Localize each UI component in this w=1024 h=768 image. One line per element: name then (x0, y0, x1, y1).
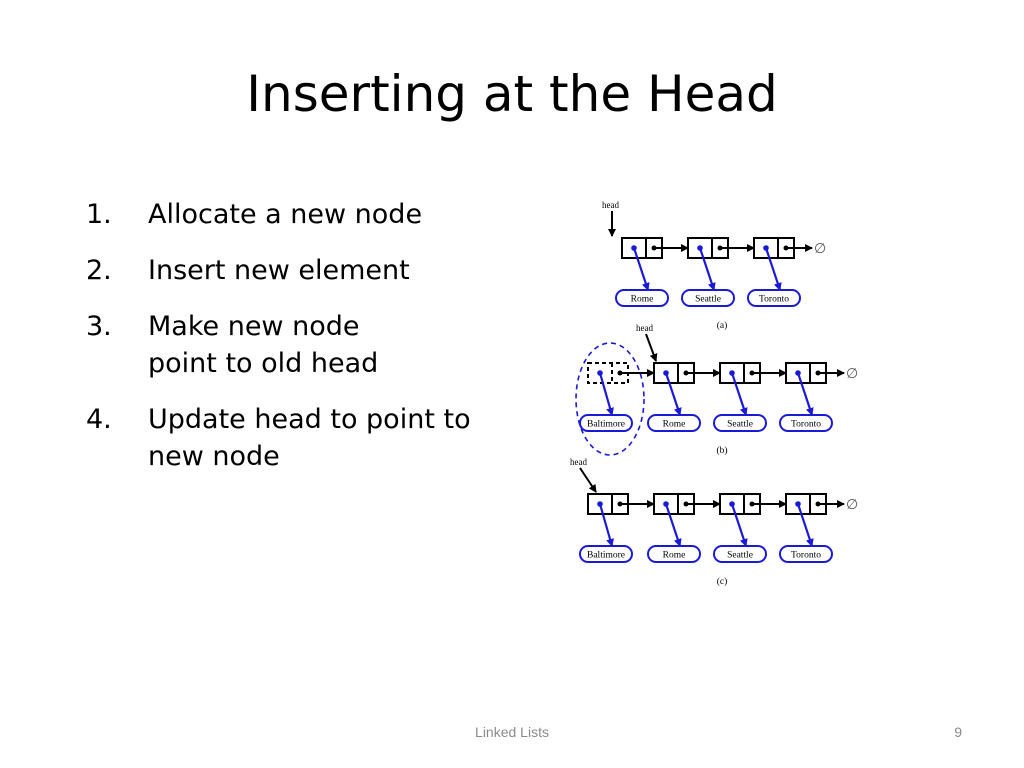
step-text: Insert new element (148, 255, 410, 286)
head-label: head (570, 457, 587, 467)
null-symbol: ∅ (846, 367, 858, 382)
element-pointer-arrow (698, 247, 716, 291)
element-pointer-arrow (796, 372, 814, 416)
element-label: Baltimore (587, 551, 625, 561)
element-pointer-arrow (664, 503, 682, 547)
page-number: 9 (954, 724, 962, 740)
element-pill (615, 289, 669, 307)
element-label: Toronto (759, 295, 789, 305)
element-pointer-arrow (598, 372, 614, 416)
element-label: Rome (663, 551, 686, 561)
element-pill (647, 414, 701, 432)
head-label: head (602, 200, 619, 210)
element-pill (779, 545, 833, 563)
panel-caption: (c) (717, 576, 728, 587)
step-item: 1. Allocate a new node (86, 196, 516, 233)
step-number: 3. (86, 311, 112, 342)
null-symbol: ∅ (814, 242, 826, 257)
element-pill (779, 414, 833, 432)
element-pointer-arrow (598, 503, 614, 547)
step-text: Make new node point to old head (148, 311, 379, 379)
element-pill (647, 545, 701, 563)
step-item: 2. Insert new element (86, 252, 516, 289)
element-label: Rome (631, 295, 654, 305)
head-label: head (636, 323, 653, 333)
step-item: 3. Make new node point to old head (86, 308, 516, 382)
element-pill (713, 414, 767, 432)
element-label: Rome (663, 420, 686, 430)
element-label: Toronto (791, 420, 821, 430)
step-item: 4. Update head to point to new node (86, 401, 516, 475)
element-pointer-arrow (764, 247, 782, 291)
element-pill (747, 289, 801, 307)
element-pointer-arrow (730, 372, 748, 416)
element-pill (579, 545, 633, 563)
step-text: Allocate a new node (148, 199, 423, 230)
element-pointer-arrow (632, 247, 650, 291)
null-symbol: ∅ (846, 498, 858, 513)
element-label: Seattle (695, 295, 721, 305)
element-pill (681, 289, 735, 307)
new-node-highlight (575, 342, 645, 456)
step-number: 1. (86, 199, 112, 230)
head-pointer-arrow (579, 467, 597, 493)
slide-title: Inserting at the Head (246, 65, 778, 123)
head-pointer-arrow (645, 333, 658, 362)
element-pointer-arrow (664, 372, 682, 416)
element-label: Seattle (727, 551, 753, 561)
element-pointer-arrow (796, 503, 814, 547)
steps-list: 1. Allocate a new node 2. Insert new ele… (86, 196, 516, 494)
element-label: Baltimore (587, 420, 625, 430)
element-pointer-arrow (730, 503, 748, 547)
step-text: Update head to point to new node (148, 404, 471, 472)
panel-caption: (a) (717, 320, 728, 331)
step-number: 2. (86, 255, 112, 286)
element-pill (713, 545, 767, 563)
step-number: 4. (86, 404, 112, 435)
panel-caption: (b) (716, 445, 727, 456)
element-label: Seattle (727, 420, 753, 430)
element-label: Toronto (791, 551, 821, 561)
footer-text: Linked Lists (475, 724, 549, 740)
